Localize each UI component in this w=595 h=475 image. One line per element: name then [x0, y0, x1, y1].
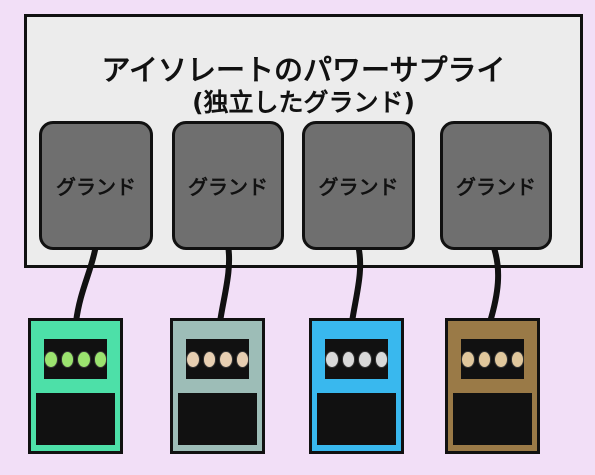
pedal-display-1: [44, 339, 107, 379]
pedal-knob-icon: [374, 350, 388, 368]
diagram-subtitle: (独立したグランド): [192, 88, 415, 117]
pedal-footswitch-4: [453, 393, 532, 445]
ground-box-2: グランド: [172, 121, 284, 250]
pedal-knob-icon: [219, 350, 233, 368]
effect-pedal-1: [28, 318, 123, 454]
pedal-footswitch-2: [178, 393, 257, 445]
pedal-display-2: [186, 339, 249, 379]
cable-1: [73, 242, 99, 325]
pedal-footswitch-1: [36, 393, 115, 445]
pedal-knob-icon: [186, 350, 200, 368]
effect-pedal-3: [309, 318, 404, 454]
pedal-knob-icon: [461, 350, 475, 368]
ground-label-4: グランド: [456, 175, 536, 199]
cable-3: [349, 242, 364, 325]
diagram-title: アイソレートのパワーサプライ: [101, 53, 506, 87]
pedal-knob-icon: [44, 350, 58, 368]
ground-label-2: グランド: [188, 175, 268, 199]
ground-label-1: グランド: [56, 175, 136, 199]
ground-box-1: グランド: [39, 121, 153, 250]
ground-label-3: グランド: [318, 175, 399, 199]
cable-2: [217, 242, 233, 325]
effect-pedal-4: [445, 318, 540, 454]
pedal-footswitch-3: [317, 393, 396, 445]
pedal-knob-icon: [77, 350, 91, 368]
pedal-knob-icon: [510, 350, 524, 368]
pedal-display-3: [325, 339, 388, 379]
pedal-knob-icon: [325, 350, 339, 368]
pedal-knob-icon: [60, 350, 74, 368]
pedal-knob-icon: [477, 350, 491, 368]
pedal-knob-icon: [358, 350, 372, 368]
pedal-knob-icon: [341, 350, 355, 368]
ground-box-3: グランド: [302, 121, 415, 250]
pedal-knob-icon: [202, 350, 216, 368]
cable-4: [487, 242, 502, 325]
ground-box-4: グランド: [440, 121, 552, 250]
pedal-knob-icon: [235, 350, 249, 368]
pedal-knob-icon: [494, 350, 508, 368]
effect-pedal-2: [170, 318, 265, 454]
pedal-display-4: [461, 339, 524, 379]
pedal-knob-icon: [93, 350, 107, 368]
